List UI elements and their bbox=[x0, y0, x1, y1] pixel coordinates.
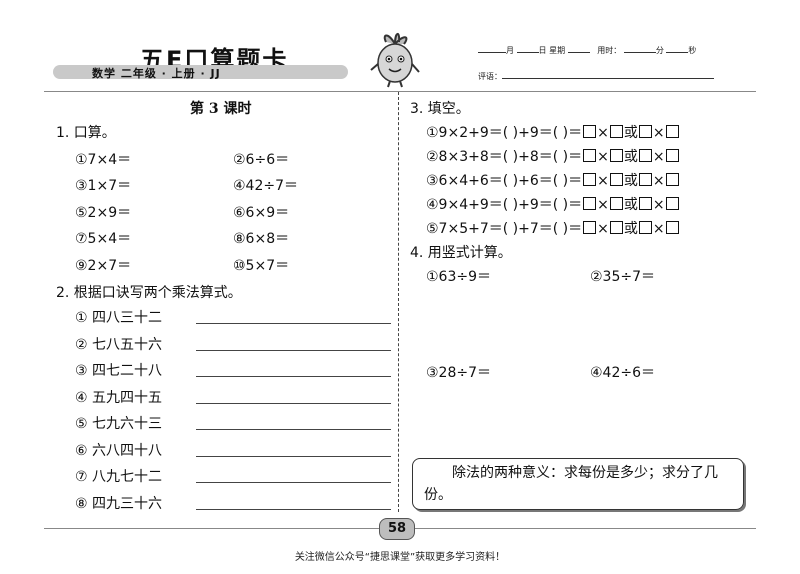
rhyme-item: ⑤ 七九六十三 bbox=[75, 416, 163, 432]
answer-box[interactable] bbox=[638, 221, 652, 234]
answer-line[interactable] bbox=[196, 322, 391, 324]
answer-box[interactable] bbox=[638, 149, 652, 162]
calc-problem: ⑩5×7＝ bbox=[233, 258, 290, 274]
page-number: 58 bbox=[379, 518, 415, 540]
answer-box[interactable] bbox=[665, 197, 679, 210]
calc-problem: ⑧6×8＝ bbox=[233, 231, 290, 247]
calc-problem: ①7×4＝ bbox=[75, 152, 132, 168]
section-4-title: 4. 用竖式计算。 bbox=[410, 245, 512, 261]
subtitle: 数学 二年级 · 上册 · JJ bbox=[92, 67, 221, 80]
answer-line[interactable] bbox=[196, 375, 391, 377]
section-2-title: 2. 根据口诀写两个乘法算式。 bbox=[56, 285, 242, 301]
answer-box[interactable] bbox=[665, 149, 679, 162]
calc-problem: ⑦5×4＝ bbox=[75, 231, 132, 247]
answer-box[interactable] bbox=[665, 173, 679, 186]
calc-problem: ⑤2×9＝ bbox=[75, 205, 132, 221]
rhyme-item: ⑦ 八九七十二 bbox=[75, 469, 163, 485]
answer-box[interactable] bbox=[665, 221, 679, 234]
comment-field: 评语： bbox=[478, 70, 714, 82]
answer-line[interactable] bbox=[196, 402, 391, 404]
lesson-title: 第 3 课时 bbox=[190, 101, 252, 117]
answer-box[interactable] bbox=[609, 173, 623, 186]
answer-box[interactable] bbox=[638, 173, 652, 186]
fill-row: ①9×2+9＝( )+9＝( )＝×或× bbox=[426, 122, 680, 142]
answer-box[interactable] bbox=[583, 149, 597, 162]
answer-line[interactable] bbox=[196, 349, 391, 351]
answer-box[interactable] bbox=[638, 125, 652, 138]
answer-box[interactable] bbox=[609, 125, 623, 138]
vertical-calc-problem: ③28÷7＝ bbox=[426, 365, 492, 381]
rhyme-item: ⑥ 六八四十八 bbox=[75, 443, 163, 459]
answer-line[interactable] bbox=[196, 455, 391, 457]
fill-row: ⑤7×5+7＝( )+7＝( )＝×或× bbox=[426, 218, 680, 238]
vertical-calc-problem: ②35÷7＝ bbox=[590, 269, 656, 285]
calc-problem: ②6÷6＝ bbox=[233, 152, 290, 168]
rhyme-item: ⑧ 四九三十六 bbox=[75, 496, 163, 512]
calc-problem: ③1×7＝ bbox=[75, 178, 132, 194]
section-3-title: 3. 填空。 bbox=[410, 101, 470, 117]
vertical-calc-problem: ①63÷9＝ bbox=[426, 269, 492, 285]
subtitle-bar bbox=[53, 65, 348, 79]
answer-line[interactable] bbox=[196, 428, 391, 430]
calc-problem: ⑨2×7＝ bbox=[75, 258, 132, 274]
calc-problem: ④42÷7＝ bbox=[233, 178, 299, 194]
answer-box[interactable] bbox=[583, 173, 597, 186]
vertical-calc-problem: ④42÷6＝ bbox=[590, 365, 656, 381]
answer-box[interactable] bbox=[609, 221, 623, 234]
fill-row: ③6×4+6＝( )+6＝( )＝×或× bbox=[426, 170, 680, 190]
column-divider bbox=[398, 92, 399, 512]
rhyme-item: ③ 四七二十八 bbox=[75, 363, 163, 379]
fill-row: ②8×3+8＝( )+8＝( )＝×或× bbox=[426, 146, 680, 166]
rhyme-item: ② 七八五十六 bbox=[75, 337, 163, 353]
rhyme-item: ④ 五九四十五 bbox=[75, 390, 163, 406]
answer-box[interactable] bbox=[638, 197, 652, 210]
tip-box bbox=[412, 458, 744, 510]
radish-mascot-icon bbox=[370, 33, 420, 88]
footer-note: 关注微信公众号“捷思课堂”获取更多学习资料！ bbox=[294, 552, 506, 563]
answer-box[interactable] bbox=[609, 197, 623, 210]
tip-text: 除法的两种意义：求每份是多少；求分了几份。 bbox=[424, 465, 718, 503]
answer-box[interactable] bbox=[609, 149, 623, 162]
answer-line[interactable] bbox=[196, 481, 391, 483]
answer-box[interactable] bbox=[583, 125, 597, 138]
fill-row: ④9×4+9＝( )+9＝( )＝×或× bbox=[426, 194, 680, 214]
rhyme-item: ① 四八三十二 bbox=[75, 310, 163, 326]
answer-box[interactable] bbox=[665, 125, 679, 138]
answer-box[interactable] bbox=[583, 197, 597, 210]
answer-line[interactable] bbox=[196, 508, 391, 510]
header-rule bbox=[44, 91, 756, 92]
section-1-title: 1. 口算。 bbox=[56, 125, 116, 141]
answer-box[interactable] bbox=[583, 221, 597, 234]
calc-problem: ⑥6×9＝ bbox=[233, 205, 290, 221]
date-time-fields: 月 日 星期 用时： 分 秒 bbox=[478, 44, 696, 56]
